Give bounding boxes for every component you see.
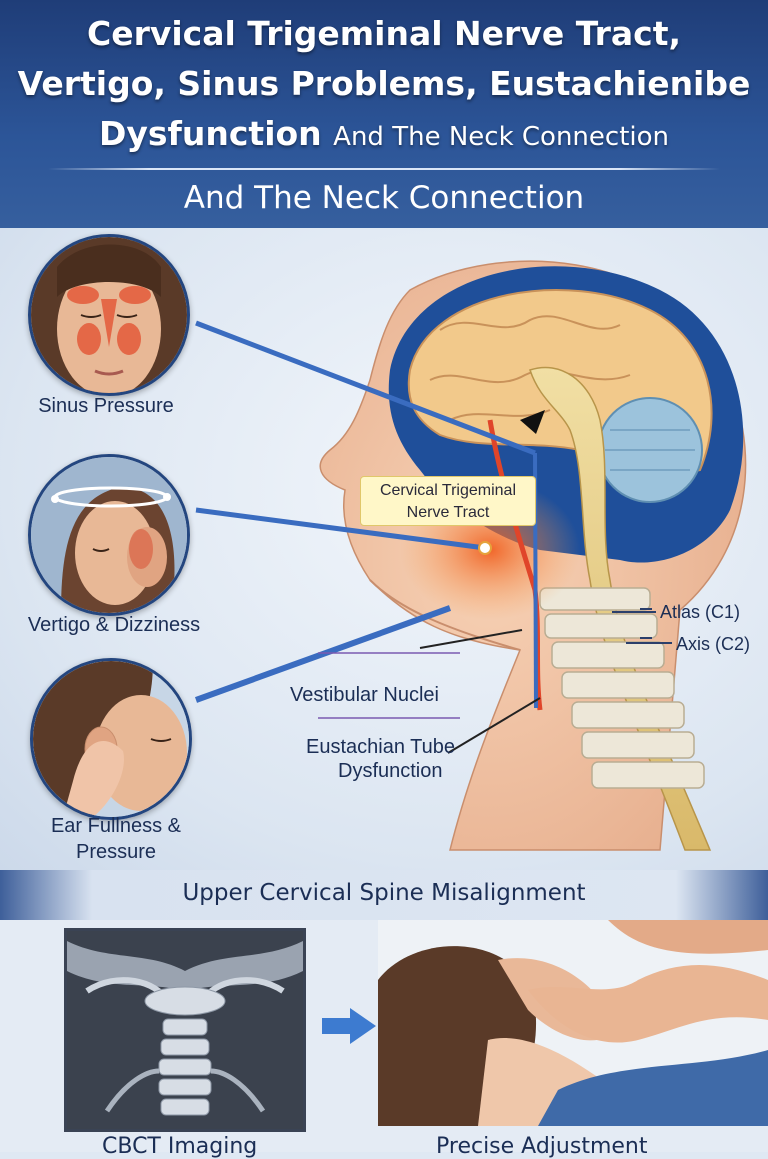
title-line-1: Cervical Trigeminal Nerve Tract, — [86, 14, 682, 53]
ear-fullness-label-2: Pressure — [75, 841, 157, 863]
section-band — [0, 870, 768, 920]
title-line-3-small: And The Neck Connection — [333, 122, 670, 152]
section-title: Upper Cervical Spine Misalignment — [182, 880, 586, 906]
sinus-pressure-image — [28, 234, 190, 396]
vertigo-image — [28, 454, 190, 616]
vertigo-label: Vertigo & Dizziness — [27, 614, 201, 636]
head-neck-illustration — [319, 260, 747, 851]
page-subtitle: And The Neck Connection — [183, 180, 585, 216]
pointer-lines — [194, 320, 672, 754]
ear-fullness-image — [30, 658, 192, 820]
sinus-pressure-label: Sinus Pressure — [38, 395, 174, 417]
trigeminal-tract-line-2: Nerve Tract — [406, 504, 490, 521]
header-banner — [0, 0, 768, 228]
vestibular-nuclei-label: Vestibular Nuclei — [290, 684, 439, 706]
axis-label: Axis (C2) — [676, 634, 751, 654]
arrow-icon — [322, 1008, 376, 1044]
ear-fullness-label-1: Ear Fullness & — [50, 815, 182, 837]
trigeminal-tract-label: Cervical Trigeminal Nerve Tract — [360, 476, 536, 526]
trigeminal-tract-line-1: Cervical Trigeminal — [379, 482, 517, 499]
cbct-imaging-label: CBCT Imaging — [102, 1134, 258, 1159]
adjustment-photo — [378, 920, 768, 1126]
title-line-2: Vertigo, Sinus Problems, Eustachienibe — [17, 64, 751, 103]
eustachian-label-1: Eustachian Tube — [306, 736, 455, 758]
header-divider — [48, 168, 720, 170]
title-line-3-main: Dysfunction — [98, 114, 322, 153]
eustachian-label-2: Dysfunction — [338, 760, 443, 782]
precise-adjustment-label: Precise Adjustment — [436, 1134, 648, 1159]
title-line-3: Dysfunction And The Neck Connection — [0, 114, 768, 153]
atlas-label: Atlas (C1) — [660, 602, 741, 622]
cbct-xray-image — [64, 928, 306, 1132]
